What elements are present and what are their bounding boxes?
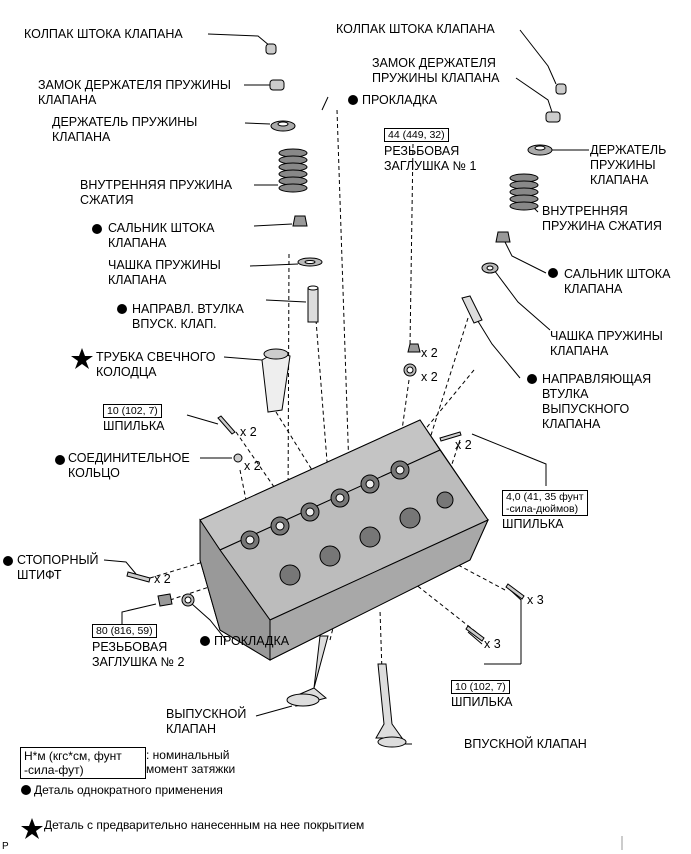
label-intake-valve-guide: НАПРАВЛ. ВТУЛКА ВПУСК. КЛАП. [132,302,244,331]
legend-precoated: Деталь с предварительно нанесенным на не… [44,818,365,832]
torque-stud-bottom: 10 (102, 7) [451,680,510,694]
count-stud-bottom-1: x 3 [527,593,544,607]
label-valve-stem-cap-right: КОЛПАК ШТОКА КЛАПАНА [336,22,495,36]
torque-plug1: 44 (449, 32) [384,128,449,142]
label-straight-pin: СТОПОРНЫЙ ШТИФТ [17,553,99,582]
count-stud-left: x 2 [240,425,257,439]
legend-single-use: Деталь однократного применения [34,783,223,797]
label-spring-retainer-lock-left: ЗАМОК ДЕРЖАТЕЛЯ ПРУЖИНЫ КЛАПАНА [38,78,231,107]
label-stud-right: ШПИЛЬКА [502,517,564,531]
corner-mark: P [2,841,9,852]
label-spring-retainer-lock-right: ЗАМОК ДЕРЖАТЕЛЯ ПРУЖИНЫ КЛАПАНА [372,56,500,85]
label-spring-retainer-right: ДЕРЖАТЕЛЬ ПРУЖИНЫ КЛАПАНА [590,143,667,187]
legend-torque-unit-box: Н*м (кгс*см, фунт -сила-фут) [20,747,146,779]
label-oil-seal-left: САЛЬНИК ШТОКА КЛАПАНА [108,221,215,250]
label-stud-bottom: ШПИЛЬКА [451,695,513,709]
label-plug2: РЕЗЬБОВАЯ ЗАГЛУШКА № 2 [92,640,185,669]
label-spring-seat-left: ЧАШКА ПРУЖИНЫ КЛАПАНА [108,258,221,287]
torque-plug2: 80 (816, 59) [92,624,157,638]
label-gasket-bottom: ПРОКЛАДКА [214,634,290,648]
label-stud-left: ШПИЛЬКА [103,419,165,433]
count-straight-pin: x 2 [154,572,171,586]
torque-stud-right: 4,0 (41, 35 фунт -сила-дюймов) [502,490,588,516]
label-exhaust-valve: ВЫПУСКНОЙ КЛАПАН [166,707,247,736]
label-inner-spring-right: ВНУТРЕННЯЯ ПРУЖИНА СЖАТИЯ [542,204,662,233]
label-inner-spring-left: ВНУТРЕННЯЯ ПРУЖИНА СЖАТИЯ [80,178,233,207]
count-plug1: x 2 [421,346,438,360]
label-oil-seal-right: САЛЬНИК ШТОКА КЛАПАНА [564,267,671,296]
label-plug-tube: ТРУБКА СВЕЧНОГО КОЛОДЦА [96,350,216,379]
label-intake-valve: ВПУСКНОЙ КЛАПАН [464,737,587,751]
count-stud-bottom-2: x 3 [484,637,501,651]
label-gasket-top: ПРОКЛАДКА [362,93,438,107]
label-plug1: РЕЗЬБОВАЯ ЗАГЛУШКА № 1 [384,144,477,173]
count-union-ring: x 2 [244,459,261,473]
label-spring-seat-right: ЧАШКА ПРУЖИНЫ КЛАПАНА [550,329,663,358]
label-union-ring: СОЕДИНИТЕЛЬНОЕ КОЛЬЦО [68,451,190,480]
count-stud-right: x 2 [455,438,472,452]
torque-stud-left: 10 (102, 7) [103,404,162,418]
label-valve-stem-cap-left: КОЛПАК ШТОКА КЛАПАНА [24,27,183,41]
count-gasket-top: x 2 [421,370,438,384]
legend-torque-unit-desc: : номинальный момент затяжки [146,748,236,776]
label-spring-retainer-left: ДЕРЖАТЕЛЬ ПРУЖИНЫ КЛАПАНА [52,115,198,144]
label-exhaust-valve-guide: НАПРАВЛЯЮЩАЯ ВТУЛКА ВЫПУСКНОГО КЛАПАНА [542,372,652,431]
